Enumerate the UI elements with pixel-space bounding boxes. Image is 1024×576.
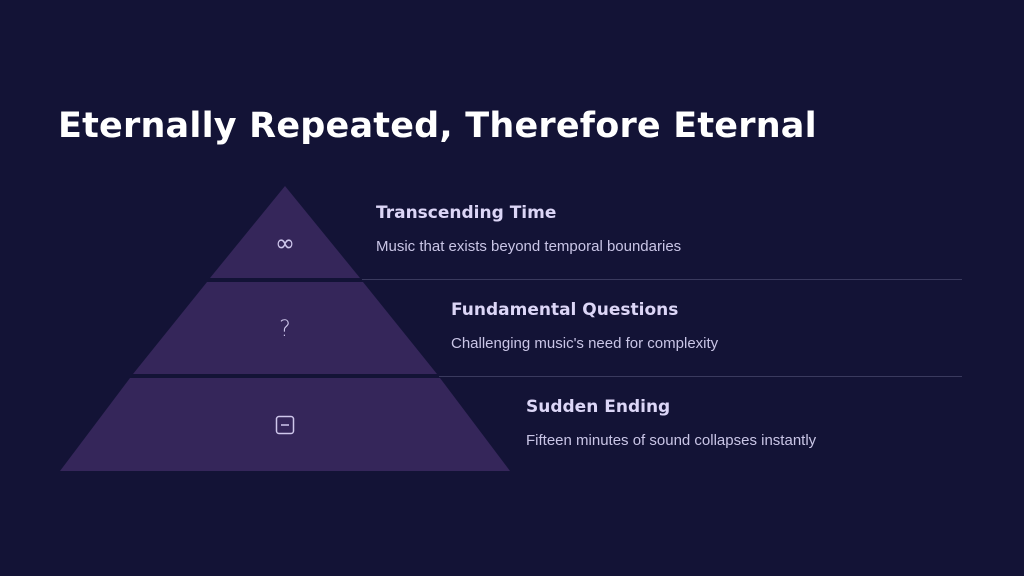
level-fundamental-questions: Fundamental Questions Challenging music'… [451,300,718,352]
level-heading: Transcending Time [376,203,557,223]
level-sudden-ending: Sudden Ending Fifteen minutes of sound c… [526,397,816,449]
divider-line [362,279,962,280]
level-description: Challenging music's need for complexity [451,335,719,352]
level-heading: Sudden Ending [526,397,671,417]
infinity-icon: ∞ [275,229,295,257]
pyramid-tier-top [210,186,360,278]
level-description: Music that exists beyond temporal bounda… [376,238,682,255]
pyramid-tier-middle [133,282,437,374]
level-description: Fifteen minutes of sound collapses insta… [526,432,817,449]
question-icon: ? [279,316,291,342]
level-heading: Fundamental Questions [451,300,679,320]
level-transcending-time: Transcending Time Music that exists beyo… [376,203,681,255]
minus-square-icon [270,410,300,440]
divider-line [439,376,962,377]
slide-title: Eternally Repeated, Therefore Eternal [58,106,817,146]
